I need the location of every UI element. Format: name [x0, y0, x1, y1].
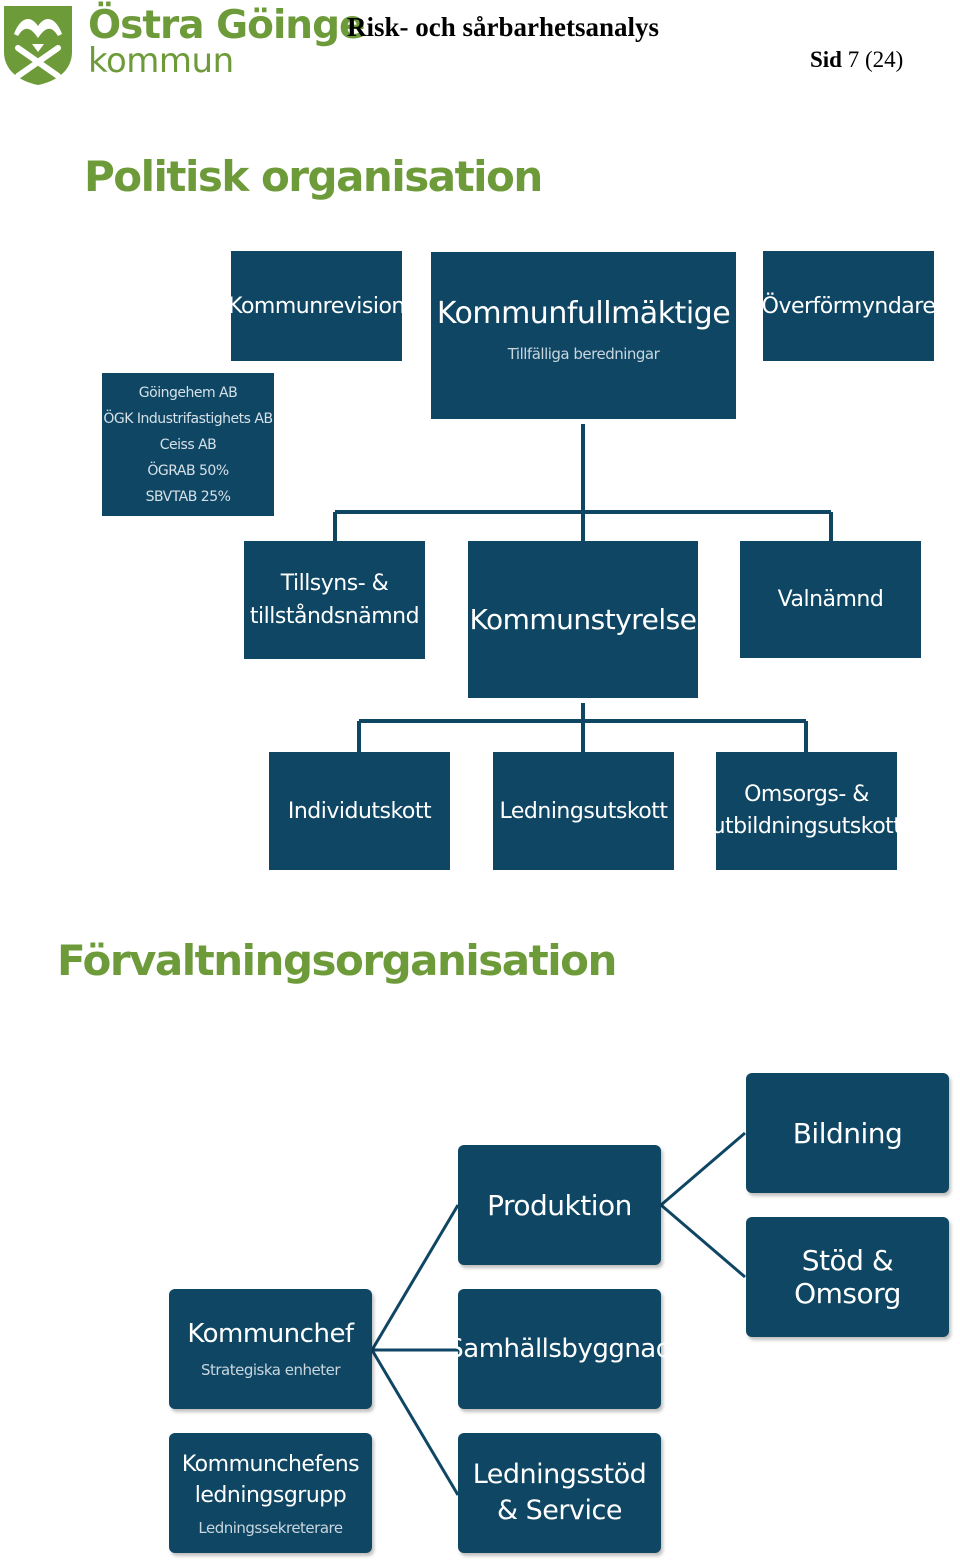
brand-name: Östra Göinge	[88, 3, 365, 48]
box-produktion: Produktion	[458, 1145, 661, 1265]
omsorg-line-2: utbildningsutskott	[711, 814, 902, 839]
box-kommunstyrelse: Kommunstyrelse	[468, 541, 698, 698]
box-kommunchefens-ledningsgrupp: Kommunchefens ledningsgrupp Ledningssekr…	[169, 1433, 372, 1553]
box-kommunchef: Kommunchef Strategiska enheter	[169, 1289, 372, 1409]
page-count: 7 (24)	[847, 47, 904, 72]
ledningsstod-line-1: Ledningsstöd	[472, 1459, 647, 1490]
omsorg-line-1: Omsorgs- &	[744, 782, 869, 807]
bolag-item: Göingehem AB	[138, 384, 238, 401]
brand-wordmark: Östra Göinge kommun	[88, 3, 365, 81]
box-bildning: Bildning	[746, 1073, 949, 1193]
box-ledningsstod-service: Ledningsstöd & Service	[458, 1433, 661, 1553]
box-tillsyn-tillstandsnamnd: Tillsyns- & tillståndsnämnd	[244, 541, 425, 659]
box-kommunfullmaktige: Kommunfullmäktige Tillfälliga beredninga…	[431, 252, 736, 419]
bolag-item: ÖGRAB 50%	[147, 462, 229, 479]
ledningsgrupp-line-1: Kommunchefens	[181, 1452, 360, 1477]
box-individutskott: Individutskott	[269, 752, 450, 870]
page-number: Sid 7 (24)	[810, 47, 903, 73]
municipality-logo	[2, 4, 74, 86]
ledningsstod-line-2: & Service	[497, 1495, 622, 1526]
box-samhallsbyggnad: Samhällsbyggnad	[447, 1289, 672, 1409]
section-title-politisk: Politisk organisation	[84, 152, 543, 201]
box-valnamnd: Valnämnd	[740, 541, 921, 658]
tillsyn-line-1: Tillsyns- &	[280, 571, 389, 596]
box-omsorg-utbildningsutskott: Omsorgs- & utbildningsutskott	[712, 752, 902, 870]
document-title: Risk- och sårbarhetsanalys	[347, 12, 660, 42]
page-label: Sid	[810, 47, 842, 72]
box-bolag: Göingehem AB ÖGK Industrifastighets AB C…	[102, 373, 274, 516]
box-kommunrevision: Kommunrevision	[228, 251, 405, 361]
ledningsgrupp-sub: Ledningssekreterare	[198, 1519, 343, 1537]
box-overformyndare: Överförmyndare	[762, 251, 936, 361]
ledningsgrupp-line-2: ledningsgrupp	[194, 1483, 347, 1508]
brand-subname: kommun	[88, 41, 234, 81]
bolag-item: Ceiss AB	[159, 436, 217, 453]
box-ledningsutskott: Ledningsutskott	[493, 752, 674, 870]
kommunchef-label: Kommunchef	[187, 1319, 354, 1349]
kommunchef-sub: Strategiska enheter	[200, 1361, 341, 1379]
box-stod-omsorg: Stöd & Omsorg	[746, 1217, 949, 1337]
bolag-item: ÖGK Industrifastighets AB	[103, 410, 273, 427]
kommunfullmaktige-sub: Tillfälliga beredningar	[507, 345, 660, 363]
kommunfullmaktige-label: Kommunfullmäktige	[436, 296, 731, 331]
bolag-item: SBVTAB 25%	[145, 488, 231, 505]
tillsyn-line-2: tillståndsnämnd	[249, 604, 420, 629]
section-title-forvaltning: Förvaltningsorganisation	[57, 936, 617, 985]
